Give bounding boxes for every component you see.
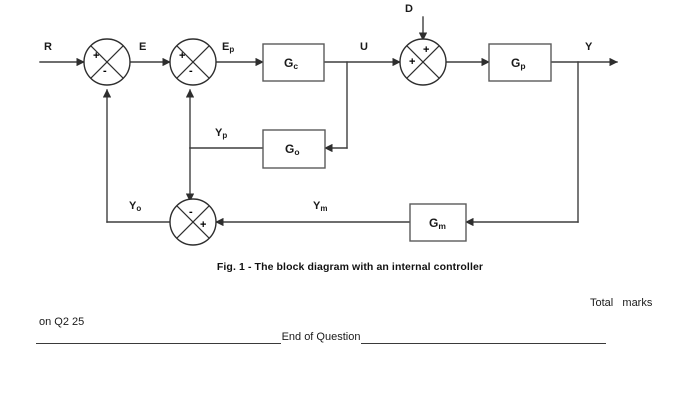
signal-label-Ep-sub: p [229,45,235,54]
measurement-block-label: Gm [429,216,446,231]
signal-label-Yp-sub: p [222,131,228,140]
end-of-question-line: End of Question [36,331,607,344]
controller-block [262,43,325,82]
controller-block-label-base: G [284,56,294,70]
sum4-sign-top: - [189,206,193,218]
measurement-block-label-sub: m [438,221,446,231]
controller-block-label-sub: c [293,61,299,71]
internal-model-block-label-sub: o [294,147,300,157]
signal-label-Ym-sub: m [320,204,328,213]
signal-label-Yo: Yo [129,200,142,213]
internal-model-block-label: Go [285,142,300,157]
plant-block-label: Gp [511,56,526,71]
sum1-sign-left: + [93,50,100,62]
signal-label-Yp-base: Y [215,127,223,139]
measurement-block [409,203,467,242]
signal-label-U: U [360,41,368,53]
end-of-question-text: End of Question [281,331,361,343]
total-marks-text: Total marks [590,297,653,309]
sum2-sign-bottom: - [189,65,193,77]
sum3-sign-top: + [423,44,430,56]
signal-label-Ym-base: Y [313,200,321,212]
plant-block-label-sub: p [520,61,526,71]
end-of-question-rule-left [36,342,281,344]
signal-label-D: D [405,3,413,15]
end-of-question-rule-right [361,342,607,344]
signal-label-Y: Y [585,41,593,53]
marks-on-q2-text: on Q2 25 [39,316,85,328]
signal-label-Ep-base: E [222,41,230,53]
sum4-sign-right: + [200,219,207,231]
signal-label-Yp: Yp [215,127,228,140]
controller-block-label: Gc [284,56,299,71]
plant-block-label-base: G [511,56,521,70]
signal-label-Ep: Ep [222,41,235,54]
signal-label-R: R [44,41,52,53]
internal-model-block-label-base: G [285,142,295,156]
signal-label-E: E [139,41,147,53]
internal-model-block [262,129,326,169]
signal-label-Yo-base: Y [129,200,137,212]
measurement-block-label-base: G [429,216,439,230]
sum3-sign-left: + [409,56,416,68]
sum1-sign-bottom: - [103,65,107,77]
signal-label-Yo-sub: o [136,204,142,213]
figure-caption: Fig. 1 - The block diagram with an inter… [216,261,484,273]
sum2-sign-left: + [179,50,186,62]
plant-block [488,43,552,82]
signal-label-Ym: Ym [313,200,328,213]
